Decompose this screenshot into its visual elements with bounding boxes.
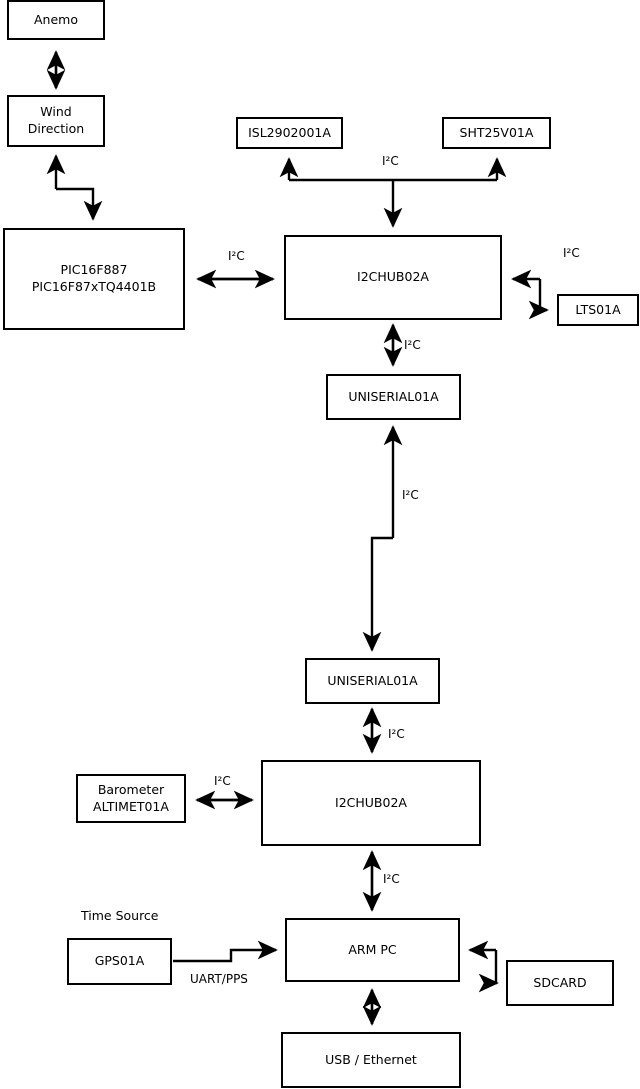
node-barometer-altimet01a[interactable]: Barometer ALTIMET01A	[76, 774, 186, 823]
edge-label-i2c-barometer: I²C	[214, 774, 231, 788]
node-isl2902001a[interactable]: ISL2902001A	[236, 117, 343, 149]
label-time-source: Time Source	[81, 908, 159, 923]
edge-label-i2c-uniserial-hub: I²C	[388, 727, 405, 741]
connector-hub-lts-out	[528, 279, 549, 320]
node-i2chub02a-top[interactable]: I2CHUB02A	[284, 235, 502, 320]
node-uniserial01a-top[interactable]: UNISERIAL01A	[326, 374, 461, 420]
connector-arm-sd-out	[478, 950, 499, 993]
node-i2chub02a-bottom[interactable]: I2CHUB02A	[261, 760, 481, 846]
node-uniserial01a-bottom[interactable]: UNISERIAL01A	[305, 658, 440, 704]
node-arm-pc[interactable]: ARM PC	[285, 918, 460, 982]
node-sht25v01a[interactable]: SHT25V01A	[442, 117, 551, 149]
node-lts01a[interactable]: LTS01A	[557, 294, 639, 326]
edge-label-i2c-sensor-bus: I²C	[382, 154, 399, 168]
edge-label-i2c-uniserial-link: I²C	[402, 488, 419, 502]
connector-wind-pic-down	[56, 187, 103, 221]
node-usb-ethernet[interactable]: USB / Ethernet	[281, 1032, 461, 1088]
connector-gps-arm	[173, 940, 278, 963]
edge-label-i2c-pic-hub: I²C	[228, 249, 245, 263]
edge-label-i2c-hub-uniserial: I²C	[404, 338, 421, 352]
node-gps01a[interactable]: GPS01A	[67, 938, 172, 985]
node-anemo[interactable]: Anemo	[7, 0, 105, 40]
node-sdcard[interactable]: SDCARD	[506, 960, 614, 1006]
node-pic-microcontroller[interactable]: PIC16F887 PIC16F87xTQ4401B	[3, 228, 185, 330]
edge-label-i2c-lts: I²C	[563, 246, 580, 260]
node-wind-direction[interactable]: Wind Direction	[7, 95, 105, 147]
edge-label-uart-pps: UART/PPS	[190, 972, 248, 986]
edge-label-i2c-hub-armpc: I²C	[383, 872, 400, 886]
connector-uni-uni-down	[362, 536, 393, 652]
